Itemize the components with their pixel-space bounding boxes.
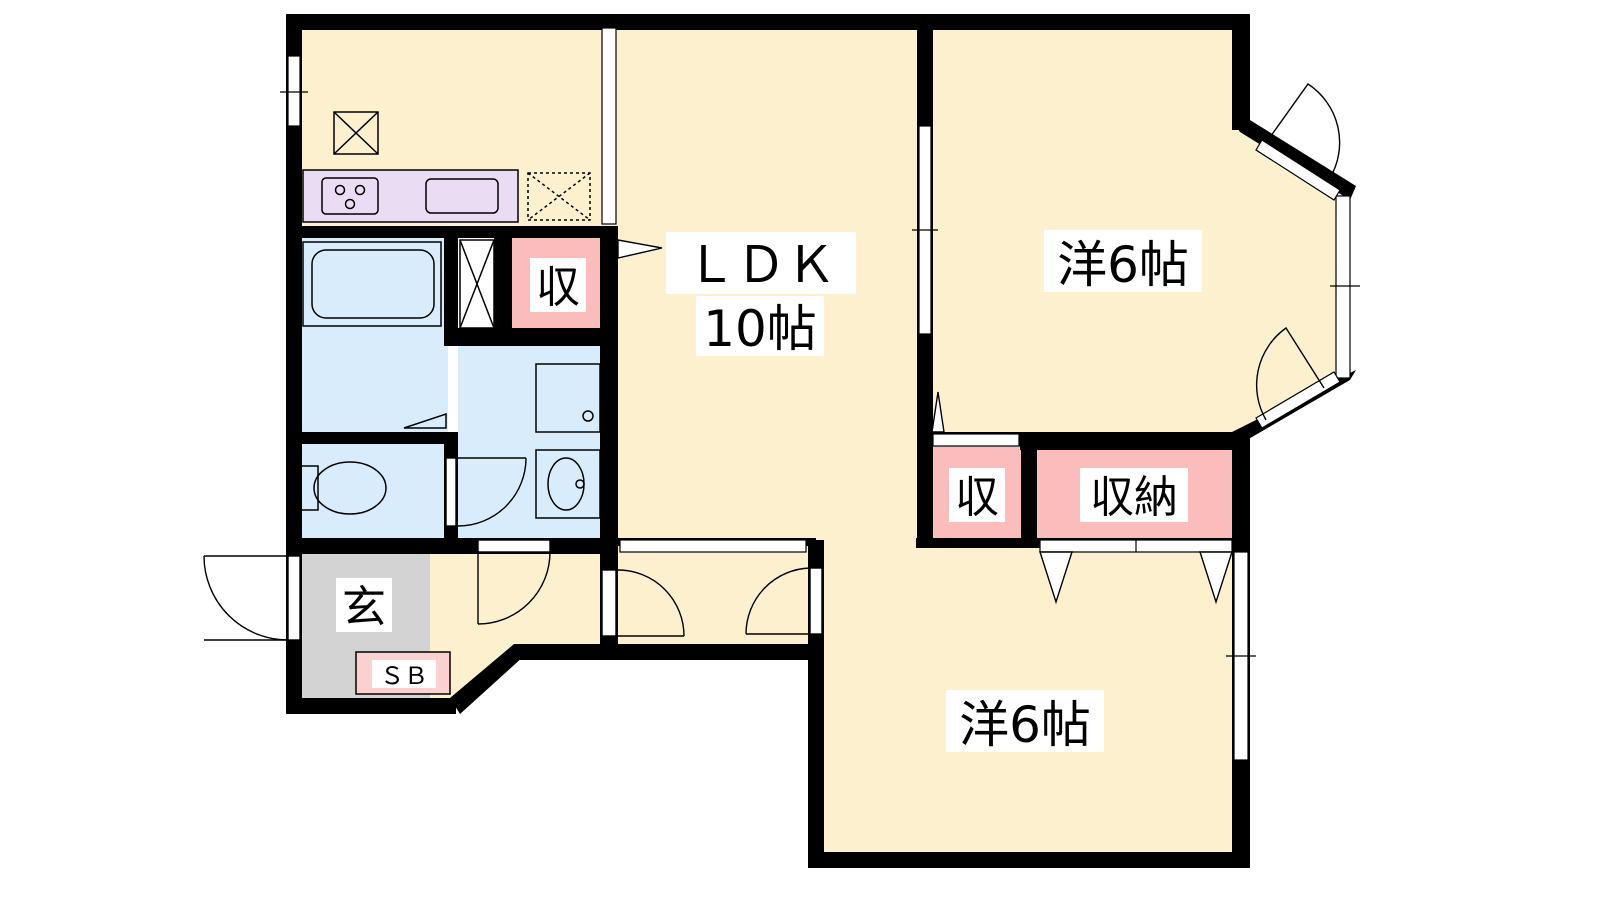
window-storage2-top	[932, 433, 1020, 447]
window-ldk-south	[619, 539, 807, 553]
bathtub-inner-icon	[311, 249, 435, 319]
labels: ＬＤＫ 10帖 洋6帖 洋6帖 収 収 収納 玄 ＳＢ	[336, 230, 1202, 754]
closet-door-marker-2-icon	[1199, 551, 1233, 605]
step-marker-icon	[403, 412, 447, 429]
sliding-marker-2-icon	[931, 391, 945, 433]
stove-icon	[321, 177, 379, 215]
ldk-door-icon	[601, 569, 685, 637]
hallway-floor	[430, 546, 820, 700]
entrance-door-icon	[203, 555, 301, 641]
window-washroom	[601, 27, 617, 225]
room-se-label: 洋6帖	[959, 696, 1091, 754]
window-kitchen	[287, 55, 301, 127]
toilet-icon	[302, 461, 387, 515]
ldk-size-label: 10帖	[703, 300, 817, 358]
room-ne-label: 洋6帖	[1057, 236, 1189, 294]
fridge-space-icon	[527, 172, 591, 221]
sink-icon	[425, 178, 499, 214]
bay-door-lower-icon	[1255, 327, 1325, 421]
bath-floor	[300, 238, 448, 434]
washroom-floor	[458, 346, 603, 538]
window-bay-upper	[1255, 139, 1341, 201]
vent-icon	[333, 111, 379, 155]
toilet-door-icon	[445, 457, 527, 527]
hall-door-icon	[477, 539, 551, 625]
sliding-marker-icon	[617, 239, 663, 259]
closet-door-marker-1-icon	[1039, 551, 1073, 605]
room-se-door-icon	[745, 567, 823, 635]
closet-label: 収納	[1090, 472, 1178, 523]
shoe-box-label: ＳＢ	[380, 662, 428, 690]
bay-door-upper-icon	[1267, 83, 1341, 179]
doors	[203, 83, 1341, 641]
toilet-floor	[300, 444, 448, 538]
window-bay-lower	[1255, 371, 1341, 429]
bathtub-icon	[302, 241, 442, 327]
entrance-label: 玄	[342, 582, 386, 633]
ldk-label: ＬＤＫ	[686, 236, 836, 294]
storage-small-1-label: 収	[536, 262, 580, 313]
pipe-shaft-icon	[459, 239, 495, 329]
window-bay	[1335, 195, 1351, 379]
windows	[280, 27, 1360, 761]
storage-small-2-label: 収	[955, 472, 999, 523]
